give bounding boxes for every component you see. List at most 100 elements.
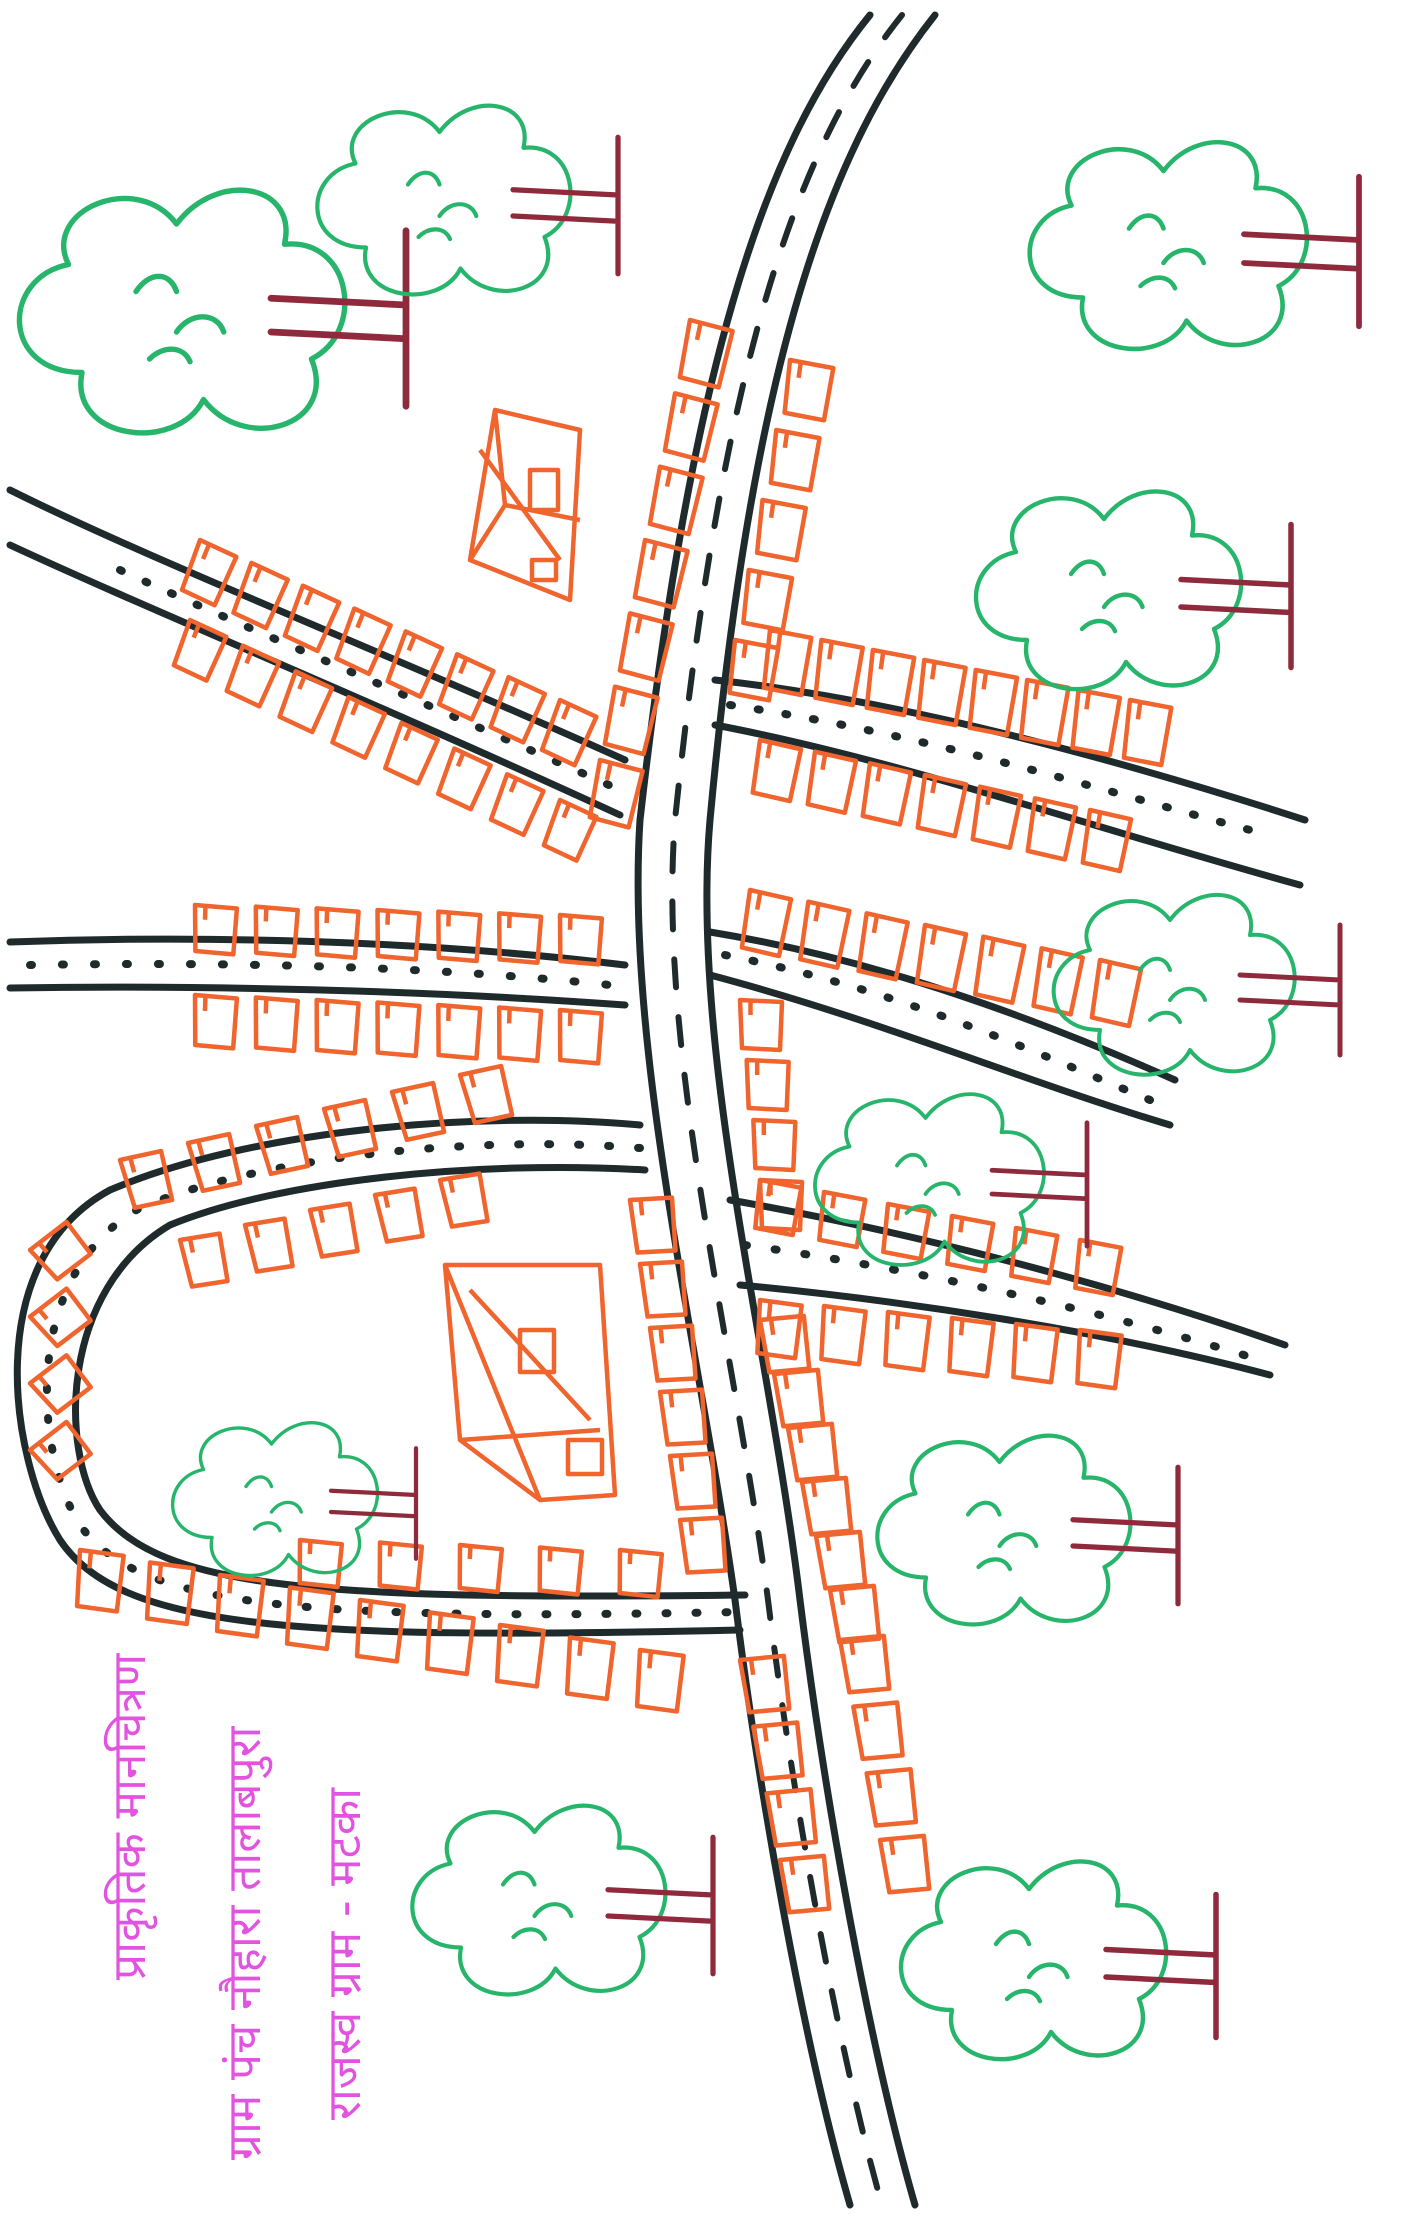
caption-line-3: राजस्व ग्राम - मटका [317, 1787, 371, 2120]
house-icon [860, 761, 914, 827]
tree-icon [898, 1859, 1219, 2062]
house-icon [972, 934, 1027, 1005]
house-icon [805, 749, 859, 816]
house-icon [754, 497, 809, 563]
house-icon [817, 1189, 868, 1250]
house-icon [372, 1186, 425, 1244]
house-icon [627, 1195, 678, 1255]
house-icon [224, 643, 282, 709]
house-icon [437, 1171, 490, 1229]
house-icon [307, 1201, 360, 1259]
house-icon [27, 1286, 93, 1349]
house-icon [354, 1597, 406, 1664]
community-building-south [442, 1262, 618, 1503]
house-icon [602, 684, 660, 757]
house-icon [647, 464, 705, 537]
house-icon [764, 1786, 819, 1848]
house-icon [751, 1720, 805, 1782]
house-icon [436, 1002, 483, 1061]
house-icon [537, 1545, 585, 1597]
house-icon [727, 637, 781, 703]
house-icon [761, 627, 814, 698]
house-icon [737, 997, 785, 1053]
house-icon [967, 667, 1020, 738]
caption-line-2: ग्राम पंच नौहारा तालाबपुरा [217, 1725, 273, 2160]
house-icon [864, 1766, 919, 1828]
house-icon [242, 1216, 295, 1274]
house-icon [171, 617, 229, 683]
house-icon [424, 1610, 476, 1677]
house-icon [557, 1007, 605, 1066]
loop-road [13, 1116, 749, 1637]
house-icon [914, 922, 969, 994]
community-building-north [467, 407, 583, 603]
tree-icon [1027, 139, 1362, 352]
house-icon [1080, 807, 1134, 874]
tree-icon [16, 187, 410, 436]
house-icon [819, 1303, 868, 1367]
house-icon [27, 1219, 93, 1282]
house-icon [797, 899, 852, 970]
house-icon [314, 997, 361, 1056]
house-icon [657, 1387, 708, 1447]
house-icon [1025, 796, 1079, 862]
main-highway [634, 11, 939, 2209]
house-icon [1011, 1321, 1060, 1385]
house-icon [541, 797, 599, 863]
house-icon [1009, 1225, 1060, 1286]
houses [27, 317, 1174, 1915]
house-icon [739, 887, 794, 959]
house-icon [750, 737, 804, 804]
side-road-east-3 [726, 1196, 1289, 1379]
house-icon [864, 647, 917, 718]
house-icon [970, 784, 1024, 851]
house-icon [883, 1309, 932, 1373]
house-icon [881, 1201, 932, 1262]
house-icon [617, 611, 675, 684]
house-icon [751, 1117, 798, 1173]
house-icon [947, 1315, 996, 1379]
tree-icon [875, 1433, 1181, 1627]
caption-line-1: प्राकृतिक मानचित्रण [102, 1653, 158, 1980]
trees [16, 103, 1362, 2062]
house-icon [436, 909, 483, 964]
tree-icon [1051, 893, 1343, 1077]
tree-icon [973, 489, 1294, 692]
house-icon [837, 1633, 892, 1695]
house-icon [389, 1080, 447, 1143]
house-icon [383, 720, 441, 786]
house-icon [1075, 1327, 1124, 1391]
side-road-east-1 [711, 676, 1309, 889]
house-icon [144, 1560, 196, 1627]
house-icon [851, 1700, 905, 1762]
house-icon [330, 694, 388, 760]
house-icon [314, 906, 361, 960]
house-icon [231, 560, 291, 631]
house-icon [1070, 687, 1123, 758]
house-icon [587, 757, 645, 830]
house-icon [755, 1297, 804, 1361]
house-icon [297, 1537, 345, 1590]
house-icon [494, 1622, 546, 1689]
house-icon [214, 1572, 266, 1639]
house-icon [385, 629, 445, 699]
house-icon [757, 1313, 812, 1375]
house-icon [785, 1421, 840, 1483]
house-icon [753, 1177, 804, 1238]
house-icon [768, 427, 822, 493]
tree-icon [813, 1092, 1090, 1267]
house-icon [192, 992, 240, 1051]
house-icon [737, 1653, 792, 1715]
house-icon [282, 583, 342, 654]
house-icon [637, 1259, 688, 1319]
house-icon [1121, 697, 1174, 768]
tree-icon [170, 1421, 419, 1578]
house-icon [375, 1000, 422, 1059]
house-icon [915, 772, 969, 839]
house-icon [192, 902, 240, 957]
house-icon [496, 911, 544, 965]
house-icon [27, 1419, 93, 1482]
house-icon [771, 1367, 826, 1429]
map-caption: प्राकृतिक मानचित्रण ग्राम पंच नौहारा ताल… [102, 1653, 371, 2160]
